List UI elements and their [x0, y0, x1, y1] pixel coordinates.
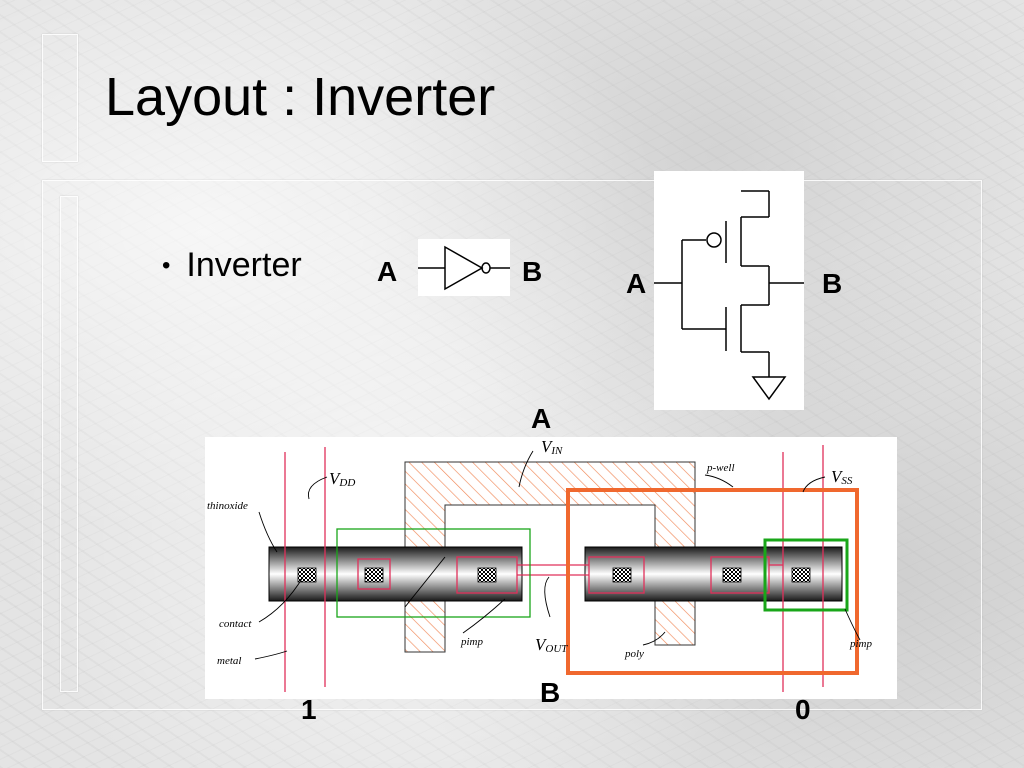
bullet-text: Inverter	[186, 246, 302, 284]
pimp-left-label: pimp	[460, 636, 484, 648]
inverter-gate-icon	[418, 245, 510, 291]
layout-diagram: VDD VIN VSS VOUT thinoxide p-well contac…	[205, 437, 897, 699]
vdd-label: V	[329, 469, 342, 488]
vss-sub-label: SS	[841, 475, 853, 487]
schematic-output-label: B	[822, 268, 843, 299]
vout-label: V	[535, 635, 548, 654]
svg-text:VIN: VIN	[541, 437, 563, 457]
bullet-item: • Inverter	[162, 246, 302, 285]
vss-label: V	[831, 467, 844, 486]
content-frame-bar	[60, 196, 78, 692]
vdd-sub-label: DD	[338, 477, 355, 489]
pimp-right-label: pimp	[849, 638, 873, 650]
gate-input-label: A	[377, 256, 398, 287]
left-value-label: 1	[301, 694, 317, 725]
svg-text:VOUT: VOUT	[535, 635, 568, 655]
p-well-label: p-well	[706, 462, 735, 474]
gate-output-label: B	[522, 256, 543, 287]
vin-label: V	[541, 437, 554, 456]
vout-sub-label: OUT	[545, 643, 568, 655]
metal-label: metal	[217, 655, 241, 667]
svg-text:VSS: VSS	[831, 467, 853, 487]
title-frame-bar	[42, 34, 78, 162]
slide-title: Layout : Inverter	[105, 67, 496, 127]
layout-input-label: A	[531, 403, 552, 434]
content-frame	[42, 180, 982, 710]
cmos-schematic	[654, 171, 804, 410]
right-value-label: 0	[795, 694, 811, 725]
thinoxide-label: thinoxide	[207, 500, 248, 512]
poly-label: poly	[624, 648, 644, 660]
contact-label: contact	[219, 618, 252, 630]
schematic-input-label: A	[626, 268, 647, 299]
svg-text:VDD: VDD	[329, 469, 355, 489]
layout-output-label: B	[540, 677, 561, 708]
vin-sub-label: IN	[550, 445, 563, 457]
cmos-layout-drawing: VDD VIN VSS VOUT thinoxide p-well contac…	[207, 437, 873, 692]
inverter-gate-symbol	[418, 239, 510, 296]
bullet-dot-icon: •	[162, 251, 171, 279]
cmos-transistor-schematic	[654, 190, 804, 401]
